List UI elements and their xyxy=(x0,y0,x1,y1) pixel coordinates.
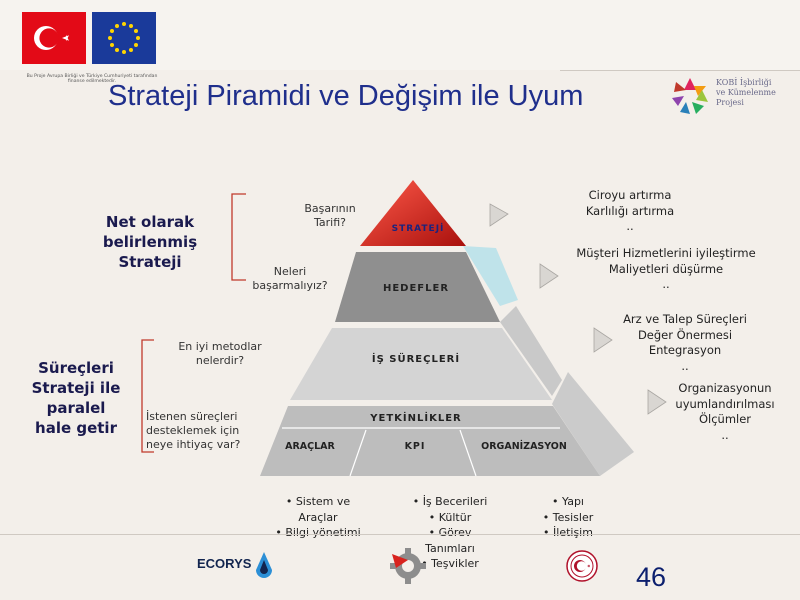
arrow-icon xyxy=(593,327,613,353)
arrow-icon xyxy=(647,389,667,415)
result-block-1: Ciroyu artırma Karlılığı artırma .. xyxy=(585,188,675,233)
result-block-4: Organizasyonun uyumlandırılması Ölçümler… xyxy=(675,381,775,442)
gear-logo-icon xyxy=(390,548,426,584)
kpi-label: KPI xyxy=(404,441,426,452)
yetkinlik-side-face xyxy=(552,372,634,476)
bullets-organizasyon: • Yapı • Tesisler • İletişim xyxy=(542,495,594,539)
hedefler-side-face xyxy=(463,246,518,306)
question-achieve: Neleri başarmalıyız? xyxy=(252,265,328,292)
araclar-label: ARAÇLAR xyxy=(285,441,335,452)
bullets-kpi: • İş Becerileri • Kültür • Görev Tanımla… xyxy=(412,495,488,570)
question-success: Başarının Tarifi? xyxy=(304,202,356,229)
organizasyon-label: ORGANİZASYON xyxy=(481,441,567,452)
bullets-araclar: • Sistem ve Araçlar • Bilgi yönetimi xyxy=(275,495,361,539)
yetkinlikler-label: YETKİNLİKLER xyxy=(370,413,462,424)
ecorys-logo: ECORYS xyxy=(197,556,252,571)
page-number: 46 xyxy=(636,562,667,592)
surecler-side-face xyxy=(500,306,562,396)
slide-title: Strateji Piramidi ve Değişim ile Uyum xyxy=(108,80,584,112)
strateji-label: STRATEJİ xyxy=(391,224,445,234)
question-methods: En iyi metodlar nelerdir? xyxy=(178,340,262,367)
header-separator xyxy=(560,70,800,71)
is-surecleri-label: İŞ SÜREÇLERİ xyxy=(371,354,461,365)
is-surecleri-tier xyxy=(290,328,552,400)
result-block-3: Arz ve Talep Süreçleri Değer Önermesi En… xyxy=(623,312,747,373)
turkey-flag-icon xyxy=(22,12,86,64)
ecorys-drop-icon xyxy=(256,552,272,578)
footer-separator xyxy=(0,534,800,535)
yetkinlikler-tier xyxy=(260,406,600,476)
hedefler-label: HEDEFLER xyxy=(382,283,450,294)
question-needs: İstenen süreçleri desteklemek için neye … xyxy=(146,410,241,451)
funding-note: Bu Proje Avrupa Birliği ve Türkiye Cumhu… xyxy=(26,74,158,85)
government-seal-icon xyxy=(566,550,598,582)
arrow-icon xyxy=(539,263,559,289)
arrow-icon xyxy=(489,203,509,227)
hedefler-tier xyxy=(335,252,500,322)
kobi-logo-text: KOBİ İşbirliği ve Kümelenme Projesi xyxy=(716,78,776,107)
result-block-2: Müşteri Hizmetlerini iyileştirme Maliyet… xyxy=(576,246,756,291)
kobi-logo-icon xyxy=(672,78,708,114)
strateji-tier xyxy=(360,180,466,246)
eu-flag-icon xyxy=(92,12,156,64)
strategy-heading: Net olarak belirlenmiş Strateji xyxy=(102,213,198,271)
process-heading: Süreçleri Strateji ile paralel hale geti… xyxy=(31,359,121,437)
